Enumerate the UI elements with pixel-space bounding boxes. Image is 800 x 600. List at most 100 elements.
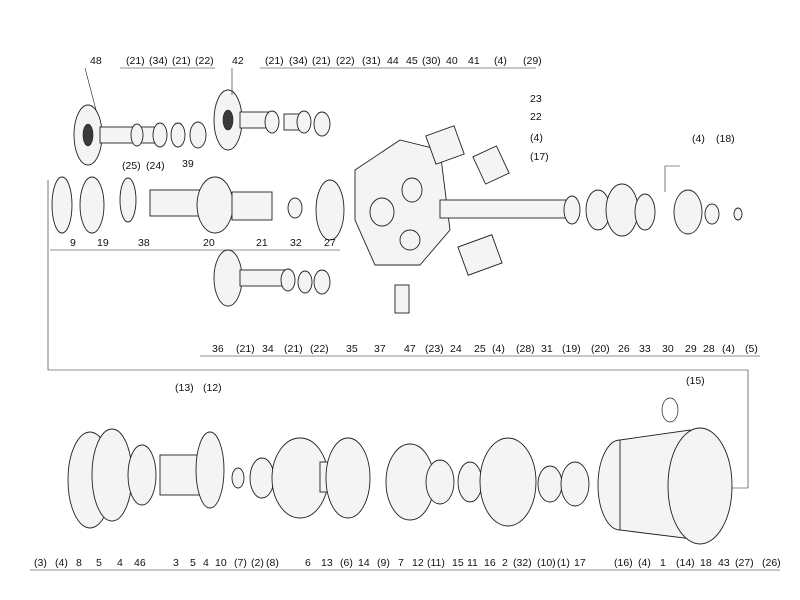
callout-45: 45 [406, 55, 418, 67]
callout-20b: (20) [591, 343, 610, 355]
callout-21g: (21) [284, 343, 303, 355]
callout-31: (31) [362, 55, 381, 67]
callout-21d: (21) [312, 55, 331, 67]
callout-5b: 5 [96, 557, 102, 569]
callout-41: 41 [468, 55, 480, 67]
callout-25a: (25) [122, 160, 141, 172]
callout-20: 20 [203, 237, 215, 249]
callout-22a: (22) [195, 55, 214, 67]
callout-21a: (21) [126, 55, 145, 67]
callout-15a: (15) [686, 375, 705, 387]
callout-30: (30) [422, 55, 441, 67]
callout-19b: (19) [562, 343, 581, 355]
callout-7b: 7 [398, 557, 404, 569]
assembly-connector-line [47, 180, 749, 489]
callout-35: 35 [346, 343, 358, 355]
callout-32: 32 [290, 237, 302, 249]
callout-4b: (4) [530, 132, 543, 144]
callout-2a: (2) [251, 557, 264, 569]
callout-7a: (7) [234, 557, 247, 569]
callout-6: 6 [305, 557, 311, 569]
gear-42-assembly [213, 89, 331, 151]
callout-25b: 25 [474, 343, 486, 355]
callout-4d: (4) [492, 343, 505, 355]
callout-18b: 18 [700, 557, 712, 569]
label-leaders [30, 67, 780, 571]
callout-34b: (34) [289, 55, 308, 67]
callout-24b: 24 [450, 343, 462, 355]
callout-4a: (4) [494, 55, 507, 67]
assembly-connector-line-top [664, 165, 680, 192]
main-housing [597, 397, 733, 545]
callout-19: 19 [97, 237, 109, 249]
callout-16b: (16) [614, 557, 633, 569]
callout-21c: (21) [265, 55, 284, 67]
callout-4g: 4 [117, 557, 123, 569]
callout-18a: (18) [716, 133, 735, 145]
callout-2b: 2 [502, 557, 508, 569]
callout-33: 33 [639, 343, 651, 355]
callout-27: 27 [324, 237, 336, 249]
callout-27b: (27) [735, 557, 754, 569]
planetary-stage [385, 437, 590, 527]
callout-12a: (12) [203, 382, 222, 394]
callout-34c: 34 [262, 343, 274, 355]
callout-30b: 30 [662, 343, 674, 355]
callout-4c: (4) [692, 133, 705, 145]
callout-4h: 4 [203, 557, 209, 569]
callout-10b: (10) [537, 557, 556, 569]
callout-21e: 21 [256, 237, 268, 249]
callout-31b: 31 [541, 343, 553, 355]
callout-42: 42 [232, 55, 244, 67]
callout-8b: (8) [266, 557, 279, 569]
callout-3a: (3) [34, 557, 47, 569]
callout-28b: 28 [703, 343, 715, 355]
callout-34a: (34) [149, 55, 168, 67]
gear-36-assembly [213, 249, 331, 307]
callout-13a: (13) [175, 382, 194, 394]
callout-28a: (28) [516, 343, 535, 355]
callout-48: 48 [90, 55, 102, 67]
labels-bottom: (13) (12) (15) (3) (4) 8 5 4 46 3 5 4 10… [34, 375, 781, 569]
callout-29a: (29) [523, 55, 542, 67]
callout-13b: 13 [321, 557, 333, 569]
gear-19-shaft-20 [51, 176, 345, 241]
output-shaft-assembly [439, 183, 743, 237]
callout-4f: (4) [55, 557, 68, 569]
callout-4i: (4) [638, 557, 651, 569]
callout-14b: (14) [676, 557, 695, 569]
callout-15b: 15 [452, 557, 464, 569]
callout-21f: (21) [236, 343, 255, 355]
valve-block [425, 125, 510, 276]
callout-22c: 22 [530, 111, 542, 123]
callout-10: 10 [215, 557, 227, 569]
callout-1b: 1 [660, 557, 666, 569]
callout-5a: (5) [745, 343, 758, 355]
labels-middle: 9 19 38 20 21 32 27 36 (21) 34 (21) (22)… [70, 237, 758, 355]
callout-5c: 5 [190, 557, 196, 569]
callout-23b: (23) [425, 343, 444, 355]
callout-26b: (26) [762, 557, 781, 569]
callout-6b: (6) [340, 557, 353, 569]
callout-1a: (1) [557, 557, 570, 569]
callout-36: 36 [212, 343, 224, 355]
callout-37: 37 [374, 343, 386, 355]
callout-44: 44 [387, 55, 399, 67]
callout-24a: (24) [146, 160, 165, 172]
callout-39: 39 [182, 158, 194, 170]
gear-48-assembly [73, 104, 207, 166]
bottom-flange-assembly [67, 428, 371, 529]
callout-8: 8 [76, 557, 82, 569]
callout-4e: (4) [722, 343, 735, 355]
callout-14: 14 [358, 557, 370, 569]
callout-38: 38 [138, 237, 150, 249]
callout-22b: (22) [336, 55, 355, 67]
callout-23a: 23 [530, 93, 542, 105]
callout-29b: 29 [685, 343, 697, 355]
callout-11a: (11) [427, 557, 445, 569]
callout-26: 26 [618, 343, 630, 355]
gearbox-housing [354, 139, 451, 314]
callout-3b: 3 [173, 557, 179, 569]
